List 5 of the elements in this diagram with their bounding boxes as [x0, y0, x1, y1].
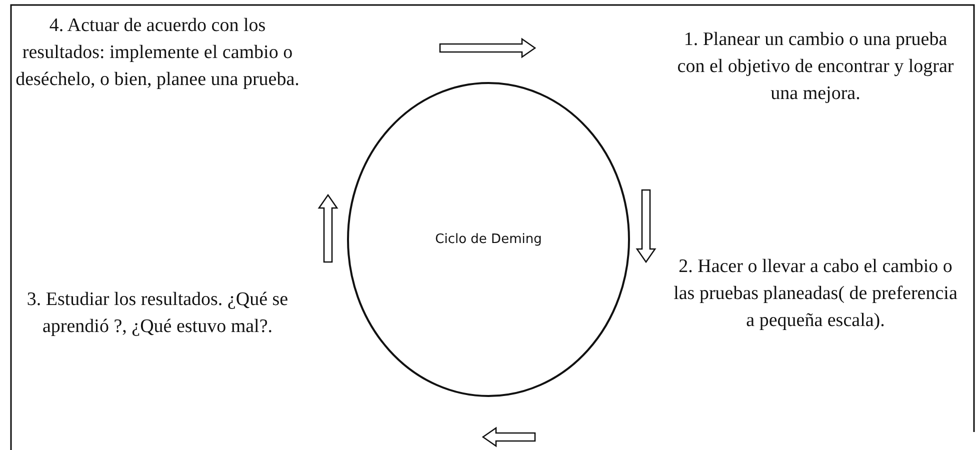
cycle-title: Ciclo de Deming — [435, 232, 542, 247]
step-text: 3. Estudiar los resultados. ¿Qué se aprendió ?, ¿Qué estuvo mal?. — [26, 288, 290, 339]
step-text: 4. Actuar de acuerdo con los resultados: implemente el cambio o deséchelo, o bien, planee una prueba. — [15, 14, 300, 92]
step-text: 2. Hacer o llevar a cabo el cambio o las pruebas planeadas( de preferencia a pequeña escala). — [672, 255, 958, 333]
step-text: 1. Planear un cambio o una prueba con el objetivo de encontrar y lograr una mejora. — [676, 28, 955, 106]
